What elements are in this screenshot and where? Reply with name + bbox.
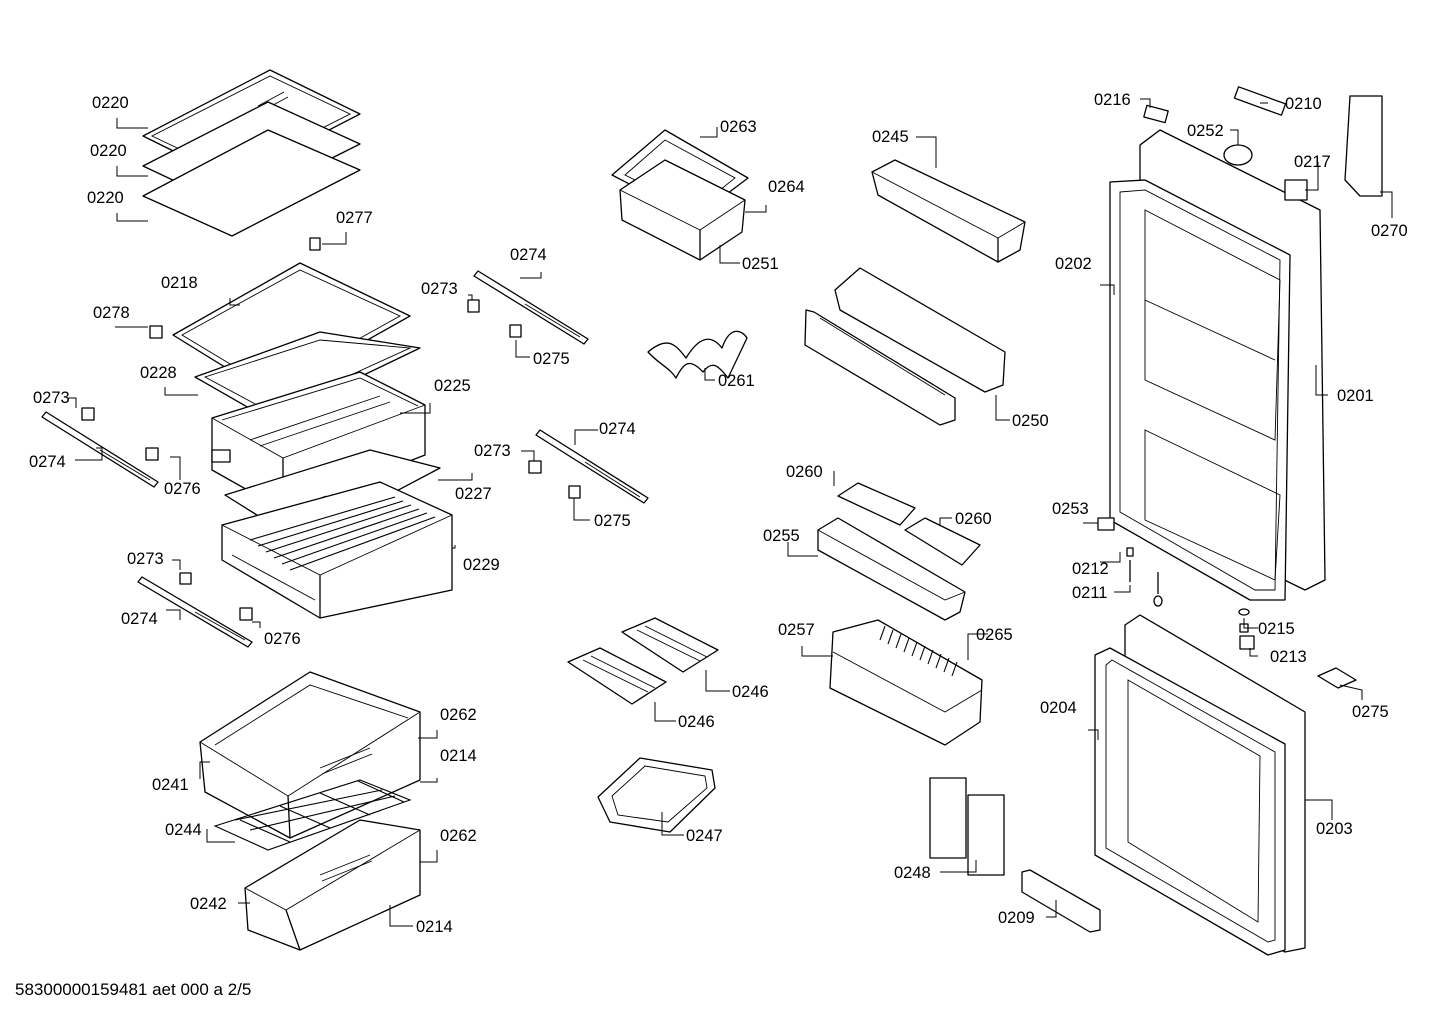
door-bins	[804, 159, 1101, 933]
label-0220-c: 0220	[87, 189, 124, 207]
label-0211: 0211	[1072, 584, 1107, 602]
rails-middle	[467, 270, 649, 504]
label-0275-b: 0275	[594, 512, 631, 530]
label-0213: 0213	[1270, 648, 1307, 666]
label-0252: 0252	[1187, 122, 1224, 140]
label-0220-b: 0220	[90, 142, 127, 160]
label-0215: 0215	[1258, 620, 1295, 638]
label-0275-c: 0275	[1352, 703, 1389, 721]
label-0275-a: 0275	[533, 350, 570, 368]
label-0270: 0270	[1371, 222, 1408, 240]
label-0274-c: 0274	[510, 246, 547, 264]
document-footer: 58300000159481 aet 000 a 2/5	[15, 980, 252, 999]
label-0274-d: 0274	[599, 420, 636, 438]
label-0202: 0202	[1055, 255, 1092, 273]
label-0228: 0228	[140, 364, 177, 382]
label-0265: 0265	[976, 626, 1013, 644]
label-0263: 0263	[720, 118, 757, 136]
label-0247: 0247	[686, 827, 723, 845]
label-0225: 0225	[434, 377, 471, 395]
label-0273-a: 0273	[33, 389, 70, 407]
label-0245: 0245	[872, 128, 909, 146]
label-0212: 0212	[1072, 560, 1109, 578]
label-0276-a: 0276	[164, 480, 201, 498]
label-0214-b: 0214	[416, 918, 453, 936]
label-0244: 0244	[165, 821, 202, 839]
tray-0247	[597, 757, 716, 833]
part-labels: 0220 0220 0220 0277 0218 0278 0228 0225 …	[29, 91, 1408, 936]
label-0227: 0227	[455, 485, 492, 503]
label-0274-a: 0274	[29, 453, 66, 471]
freezer-door	[1094, 614, 1306, 956]
label-0262-a: 0262	[440, 706, 477, 724]
label-0218: 0218	[161, 274, 198, 292]
label-0261: 0261	[718, 372, 755, 390]
label-0201: 0201	[1337, 387, 1374, 405]
clip-0278	[149, 325, 163, 339]
label-0257: 0257	[778, 621, 815, 639]
label-0246-a: 0246	[732, 683, 769, 701]
label-0273-c: 0273	[421, 280, 458, 298]
label-0273-b: 0273	[127, 550, 164, 568]
label-0276-b: 0276	[264, 630, 301, 648]
label-0246-b: 0246	[678, 713, 715, 731]
label-0277: 0277	[336, 209, 373, 227]
bottom-bins	[199, 671, 421, 951]
label-0209: 0209	[998, 909, 1035, 927]
fridge-door	[1109, 86, 1383, 601]
label-0251: 0251	[742, 255, 779, 273]
label-0262-b: 0262	[440, 827, 477, 845]
label-0229: 0229	[463, 556, 500, 574]
label-0248: 0248	[894, 864, 931, 882]
clip-0277	[309, 237, 321, 251]
label-0220-a: 0220	[92, 94, 129, 112]
label-0255: 0255	[763, 527, 800, 545]
rails-left	[41, 407, 253, 648]
egg-rack-0261	[647, 330, 748, 379]
label-0273-d: 0273	[474, 442, 511, 460]
glass-shelf	[142, 69, 361, 237]
label-0253: 0253	[1052, 500, 1089, 518]
label-0204: 0204	[1040, 699, 1077, 717]
label-0217: 0217	[1294, 153, 1331, 171]
label-0203: 0203	[1316, 820, 1353, 838]
label-0214-a: 0214	[440, 747, 477, 765]
label-0260-a: 0260	[786, 463, 823, 481]
label-0216: 0216	[1094, 91, 1131, 109]
shelf-frame	[172, 262, 421, 421]
label-0278: 0278	[93, 304, 130, 322]
leader-lines	[68, 98, 1393, 927]
label-0210: 0210	[1285, 95, 1322, 113]
label-0250: 0250	[1012, 412, 1049, 430]
label-0274-b: 0274	[121, 610, 158, 628]
ice-trays	[567, 617, 719, 705]
box-0263-0264	[611, 129, 749, 261]
label-0242: 0242	[190, 895, 227, 913]
label-0260-b: 0260	[955, 510, 992, 528]
label-0264: 0264	[768, 178, 805, 196]
label-0241: 0241	[152, 776, 189, 794]
crisper-drawer	[221, 481, 453, 619]
